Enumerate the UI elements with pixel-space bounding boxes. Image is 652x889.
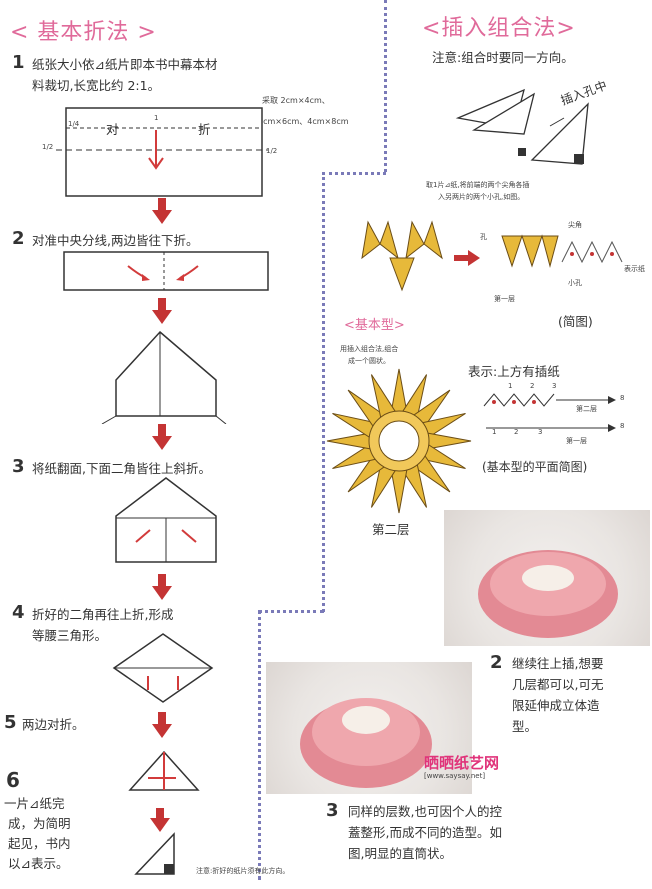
flat-caption: (基本型的平面简图) xyxy=(482,458,587,477)
label-one: 1 xyxy=(154,114,158,122)
left-title: < 基本折法 > xyxy=(10,14,157,46)
right-step3-line1: 同样的层数,也可因个人的控 xyxy=(348,802,502,821)
arrow-down-icon xyxy=(152,712,172,738)
right-step2-line3: 限延伸成立体造 xyxy=(512,696,600,715)
step3-number: 3 xyxy=(12,456,25,477)
basic-text-line1: 用插入组合法,组合 xyxy=(340,344,398,354)
step1-diagram xyxy=(36,100,268,204)
step6-number: 6 xyxy=(6,768,20,792)
site-logo: 晒晒纸艺网 xyxy=(424,752,499,773)
step3-diagram xyxy=(112,474,220,566)
arrow-down-icon xyxy=(150,808,170,832)
right-step3-number: 3 xyxy=(326,800,339,821)
right-step2-number: 2 xyxy=(490,652,503,673)
flat-end-top: 8 xyxy=(620,394,624,402)
flat-top-2: 2 xyxy=(530,382,534,390)
right-step3-line3: 图,明显的直筒状。 xyxy=(348,844,452,863)
step4-text-line1: 折好的二角再往上折,形成 xyxy=(32,605,173,624)
label-zhe: 折 xyxy=(198,120,211,139)
arrow-down-icon xyxy=(152,198,172,224)
step6-text-line3: 起见，书内 xyxy=(8,834,71,853)
divider-step2 xyxy=(258,610,324,613)
right-step2-line1: 继续往上插,想要 xyxy=(512,654,603,673)
basic-text-line2: 成一个圆状。 xyxy=(348,356,390,366)
step6-text-line1: 一片⊿纸完 xyxy=(4,794,64,813)
flat-top-3: 3 xyxy=(552,382,556,390)
basic-ring-diagram xyxy=(322,366,476,516)
flat-bottom-2: 2 xyxy=(514,428,518,436)
site-url: [www.saysay.net] xyxy=(424,772,485,780)
indicate-text: 表示:上方有插纸 xyxy=(468,362,560,381)
label-half-right: 1/2 xyxy=(266,147,277,155)
step2-number: 2 xyxy=(12,228,25,249)
right-step3-line2: 蓋整形,而成不同的造型。如 xyxy=(348,823,502,842)
step6-triangle-diagram xyxy=(130,830,182,878)
step6-text-line2: 成，为简明 xyxy=(8,814,71,833)
step2b-diagram xyxy=(98,328,228,424)
arrow-down-icon xyxy=(152,574,172,600)
layer-label-jian: 尖角 xyxy=(568,220,582,230)
step5-diagram xyxy=(126,748,202,798)
insert-note-line1: 取1片⊿纸,将前端的两个尖角各插 xyxy=(426,180,530,190)
arrow-down-icon xyxy=(152,298,172,324)
step1-number: 1 xyxy=(12,52,25,73)
flat-bottom-1: 1 xyxy=(492,428,496,436)
layer-label-layer1: 第一层 xyxy=(494,294,515,304)
footnote: 注意:折好的纸片须有此方向。 xyxy=(196,866,289,876)
flat-layer2: 第二层 xyxy=(576,404,597,414)
step5-number: 5 xyxy=(4,712,17,733)
pink-flower-image xyxy=(444,510,650,646)
right-arrow-icon xyxy=(454,250,480,266)
divider-upper xyxy=(384,0,387,172)
flat-diagram xyxy=(476,384,626,440)
insert-diagram xyxy=(454,70,644,174)
layer-diagram xyxy=(492,226,642,298)
layer-label-biao: 表示纸 xyxy=(624,264,645,274)
right-note: 注意:组合时要同一方向。 xyxy=(432,48,574,67)
yellow-pieces-diagram xyxy=(354,214,448,294)
step4-diagram xyxy=(110,630,216,706)
photo-flower-1 xyxy=(444,510,650,646)
flat-bottom-3: 3 xyxy=(538,428,542,436)
step2-diagram xyxy=(58,248,274,294)
arrow-down-icon xyxy=(152,424,172,450)
flat-layer1: 第一层 xyxy=(566,436,587,446)
insert-note-line2: 入另两片的两个小孔,如图。 xyxy=(438,192,524,202)
step5-text: 两边对折。 xyxy=(22,715,85,734)
layer2-label: 第二层 xyxy=(372,520,410,539)
size-note-line2: 3cm×6cm、4cm×8cm xyxy=(258,116,349,127)
flat-top-1: 1 xyxy=(508,382,512,390)
layer-label-xiaokong: 小孔 xyxy=(568,278,582,288)
right-step2-line4: 型。 xyxy=(512,717,537,736)
step4-text-line2: 等腰三角形。 xyxy=(32,626,107,645)
step1-text-line1: 纸张大小依⊿纸片即本书中幕本材 xyxy=(32,55,217,74)
layer-label-kong: 孔 xyxy=(480,232,487,242)
divider-lower xyxy=(258,610,261,880)
step6-text-line4: 以⊿表示。 xyxy=(8,854,68,873)
basic-title: <基本型> xyxy=(344,314,405,333)
right-title: <插入组合法> xyxy=(422,10,576,42)
size-note-line1: 采取 2cm×4cm、 xyxy=(262,95,330,106)
label-quarter: 1/4 xyxy=(68,120,79,128)
label-dui: 对 xyxy=(106,120,119,139)
layer-label-jiantu: (简图) xyxy=(558,312,593,331)
label-half-left: 1/2 xyxy=(42,143,53,151)
divider-step xyxy=(322,172,386,175)
right-step2-line2: 几层都可以,可无 xyxy=(512,675,603,694)
flat-end-bottom: 8 xyxy=(620,422,624,430)
step4-number: 4 xyxy=(12,602,25,623)
step1-text-line2: 料裁切,长宽比约 2:1。 xyxy=(32,76,160,95)
